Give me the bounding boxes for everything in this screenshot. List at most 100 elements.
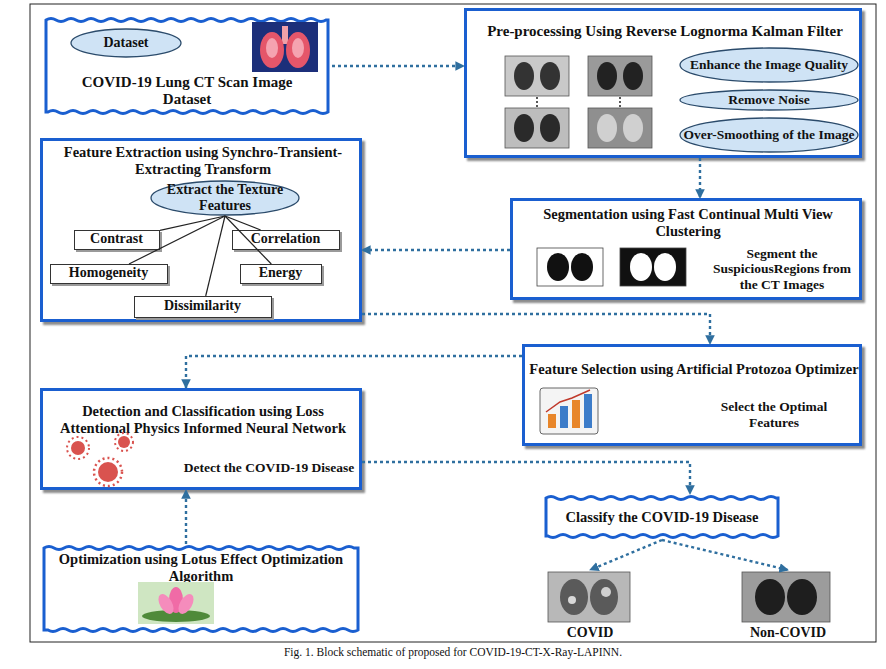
lung-background	[252, 22, 318, 72]
ct-lung	[540, 62, 560, 90]
box-text: Contrast	[75, 231, 158, 248]
lotus-leaf	[142, 610, 210, 622]
dotted-connector	[536, 97, 538, 107]
feature-box: Correlation	[232, 230, 340, 250]
opacity-spot	[601, 587, 611, 597]
ct-lung	[597, 114, 617, 142]
ellipse-node: Over-Smoothing of the Image	[679, 117, 859, 153]
result-images	[548, 572, 830, 622]
ct-image	[588, 56, 652, 96]
feature-box: Energy	[240, 264, 322, 284]
left-lung-highlight	[266, 38, 278, 58]
box-text: Remove Noise	[679, 89, 859, 111]
wavy-shape	[46, 19, 328, 114]
ellipse-node: Remove Noise	[679, 89, 859, 111]
ellipse-shape	[151, 181, 299, 215]
virus	[71, 441, 85, 455]
segment-lung	[654, 253, 676, 281]
virus	[98, 462, 118, 482]
chart-bar	[584, 394, 592, 428]
box-text: Dataset	[70, 28, 182, 58]
box-text: COVID-19 Lung CT Scan Image Dataset	[62, 70, 312, 112]
segment-image	[537, 248, 603, 286]
box-text: Optimization using Lotus Effect Optimiza…	[54, 550, 348, 586]
lung-illustration	[252, 22, 318, 72]
lotus-background	[138, 582, 214, 624]
process-box: Feature Extraction using Synchro-Transie…	[40, 138, 362, 322]
non-covid-ct	[742, 572, 830, 622]
process-box: Segmentation using Fast Continual Multi …	[510, 198, 862, 300]
process-box: Pre-processing Using Reverse Lognorma Ka…	[464, 8, 862, 158]
chart-trend	[546, 390, 590, 412]
right-lung-highlight	[292, 38, 304, 58]
wavy-box: Classify the COVID-19 Disease	[542, 494, 782, 540]
branch-line	[225, 216, 261, 230]
virus	[118, 436, 130, 448]
flow-arrow	[362, 314, 710, 344]
box-text: Dissimilarity	[135, 297, 270, 316]
ellipse-shape	[680, 118, 858, 152]
ct-lung	[623, 62, 643, 90]
virus-spikes	[94, 458, 122, 486]
covid-ct	[548, 572, 630, 622]
ct-lung	[623, 114, 643, 142]
virus-spikes	[67, 437, 89, 459]
wavy-shape	[44, 547, 358, 632]
trachea	[282, 26, 288, 44]
ellipse-node: Extract the Texture Features	[150, 180, 300, 216]
branch-line	[160, 216, 225, 230]
box-text: Detect the COVID-19 Disease	[181, 449, 357, 487]
feature-box: Dissimilarity	[134, 296, 272, 318]
ct-image	[505, 56, 569, 96]
branch-line	[225, 216, 271, 264]
lotus-petal	[169, 587, 183, 613]
chart-frame	[540, 388, 598, 434]
chart-icon	[540, 388, 598, 434]
result-node: Non-COVID	[738, 570, 838, 642]
ct-lung	[560, 579, 588, 615]
flow-arrow	[362, 249, 510, 251]
ct-lung	[590, 579, 618, 615]
segmentation-thumbnails	[537, 248, 686, 286]
ellipse-shape	[71, 29, 181, 57]
ellipse-shape	[680, 90, 858, 110]
ct-lung	[514, 114, 534, 142]
flow-arrow	[662, 540, 788, 570]
ct-thumbnails	[505, 56, 652, 148]
box-text: Over-Smoothing of the Image	[679, 117, 859, 153]
flow-arrow	[332, 65, 464, 67]
ct-lung	[514, 62, 534, 90]
feature-box: Homogeneity	[50, 264, 168, 284]
lotus-petal	[175, 591, 196, 616]
process-box: Detection and Classification using Loss …	[40, 388, 362, 490]
dotted-connector	[619, 97, 621, 107]
box-text: Homogeneity	[51, 265, 166, 282]
lotus-petal	[155, 591, 176, 616]
lotus-image	[138, 582, 214, 624]
chart-bar	[548, 414, 556, 428]
box-heading: Segmentation using Fast Continual Multi …	[517, 205, 859, 241]
ct-lung	[755, 579, 785, 615]
box-text: COVID	[546, 624, 634, 642]
chart-bar	[560, 406, 568, 428]
box-text: Select the Optimal Features	[699, 393, 849, 437]
ct-image	[588, 108, 652, 148]
ct-lung	[597, 62, 617, 90]
flow-arrow	[699, 158, 701, 198]
box-text: Feature Extraction using Synchro-Transie…	[47, 143, 359, 179]
flow-arrow	[186, 356, 522, 388]
flow-arrow	[185, 490, 187, 544]
segment-lung	[630, 253, 652, 281]
process-box: Feature Selection using Artificial Proto…	[522, 344, 862, 446]
outer-frame	[30, 4, 876, 642]
branch-line	[129, 216, 225, 264]
result-node: COVID	[546, 570, 634, 642]
box-text: Non-COVID	[738, 624, 838, 642]
wavy-shape	[546, 497, 778, 538]
right-lung	[286, 32, 310, 68]
box-text: Pre-processing Using Reverse Lognorma Ka…	[471, 13, 859, 51]
ellipse-node: Dataset	[70, 28, 182, 58]
ellipse-shape	[680, 48, 858, 82]
box-text: Energy	[241, 265, 320, 282]
